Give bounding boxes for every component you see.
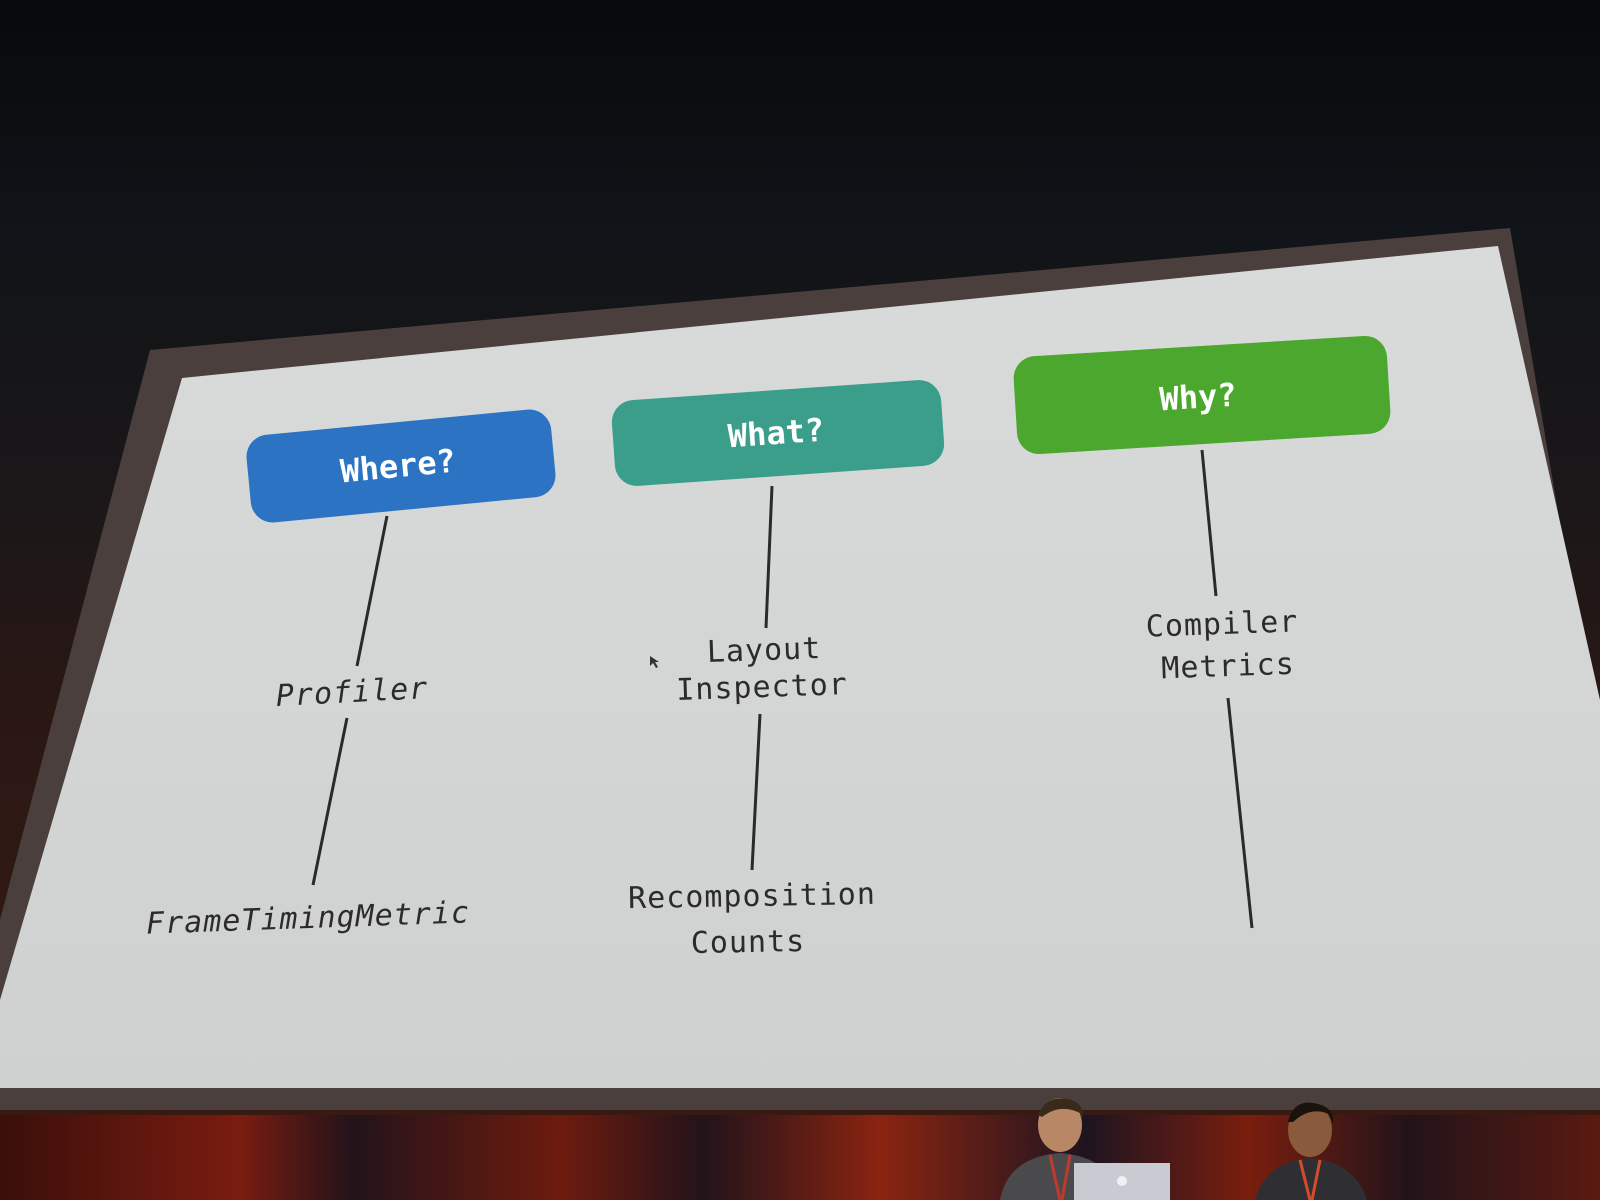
column-why: Why? Compiler Metrics (1013, 335, 1391, 929)
where-item-profiler: Profiler (275, 671, 429, 714)
column-where: Where? Profiler FrameTimingMetric (145, 409, 556, 942)
presenter-right (1255, 1102, 1367, 1200)
what-connector-top (764, 485, 774, 629)
what-box (611, 380, 945, 486)
column-what: What? Layout Inspector Recomposition Cou… (611, 380, 945, 961)
why-connector-top (1200, 449, 1218, 597)
what-connector-bottom (750, 713, 762, 871)
where-connector-top (355, 515, 389, 667)
where-box (246, 409, 556, 523)
why-item-metrics: Metrics (1161, 647, 1296, 687)
why-box (1013, 335, 1391, 455)
what-label: What? (727, 411, 826, 456)
where-connector-bottom (311, 717, 349, 886)
what-item-counts: Counts (691, 924, 806, 961)
what-item-layout: Layout (706, 631, 822, 670)
why-label: Why? (1158, 376, 1237, 419)
why-item-compiler: Compiler (1145, 604, 1299, 644)
what-item-recomposition: Recomposition (628, 877, 876, 916)
cursor-icon (650, 656, 659, 668)
presenter-left (1000, 1098, 1170, 1200)
what-item-inspector: Inspector (676, 667, 849, 708)
why-connector-bottom (1226, 697, 1254, 929)
